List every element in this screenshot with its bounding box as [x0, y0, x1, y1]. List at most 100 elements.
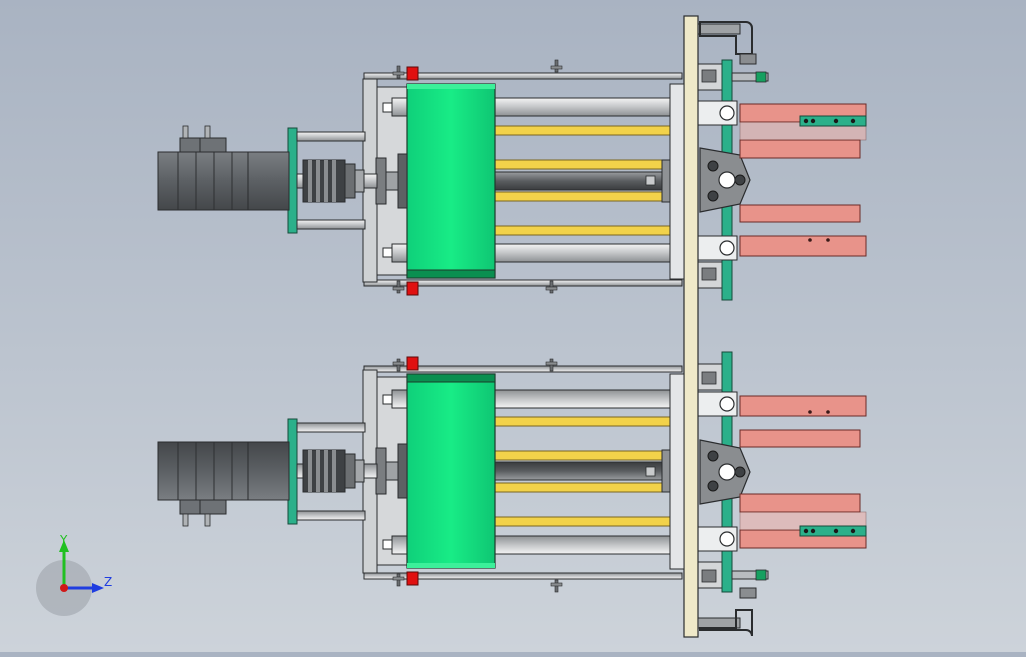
coupling-slot-1 [316, 160, 320, 202]
linkage-bolt-2 [734, 466, 746, 478]
carriage-highlight [407, 563, 495, 568]
coupling-collar [354, 459, 365, 483]
hole-marker-bottom [382, 394, 393, 405]
clevis-1 [696, 235, 738, 261]
clevis-pin-0 [719, 531, 735, 547]
tie-bolt-head-2 [392, 286, 405, 291]
sensor-dot-2 [833, 528, 839, 534]
tie-bolt-head-1 [550, 582, 563, 587]
coupling-slot-3 [332, 450, 336, 492]
sensor-dot-0 [803, 118, 809, 124]
yellow-rod-1 [493, 159, 671, 170]
sensor-dot-3 [850, 528, 856, 534]
guide-block-core-0 [701, 69, 717, 83]
red-stop-top [406, 66, 419, 81]
bearing-collar [385, 461, 399, 481]
coupling-slot-2 [324, 160, 328, 202]
coupling-hub [344, 453, 356, 489]
tie-bolt-head-0 [392, 576, 405, 581]
clevis-1 [696, 391, 738, 417]
upper-module[interactable] [157, 59, 867, 301]
clevis-pin-0 [719, 105, 735, 121]
coupling-slot-1 [316, 450, 320, 492]
yellow-rod-1 [493, 482, 671, 493]
tie-bolt-head-2 [392, 361, 405, 366]
hole-marker-bottom [382, 247, 393, 258]
plate-spacer-bottom [669, 373, 685, 570]
guide-block-core-0 [701, 569, 717, 583]
clevis-pin-1 [719, 396, 735, 412]
ball-screw [493, 171, 663, 191]
finger-hole-0 [808, 410, 812, 414]
tie-bolt-head-3 [545, 286, 558, 291]
yellow-rod-0 [493, 125, 671, 136]
yellow-rod-0 [493, 516, 671, 527]
linkage-bolt-0 [707, 160, 719, 172]
triad-origin-icon [60, 584, 68, 592]
standoff-top [296, 131, 366, 142]
sensor-dot-2 [833, 118, 839, 124]
carriage-lip-bottom [406, 269, 496, 279]
motor-flange [246, 151, 290, 211]
motor-pin-1 [182, 513, 189, 527]
triad-y-arrow-icon [59, 540, 69, 552]
linkage-center-pin [718, 171, 736, 189]
yellow-rod-2 [493, 191, 671, 202]
mounting-plate[interactable] [669, 15, 757, 638]
plate-spacer-top [669, 83, 685, 280]
yellow-rod-3 [493, 225, 671, 236]
standoff-top [296, 510, 366, 521]
carriage-lip-bottom [406, 373, 496, 383]
top-tie-rod [363, 572, 683, 580]
hole-marker-top [382, 102, 393, 113]
triad-y-label: Y [59, 533, 68, 547]
coupling-hub [344, 163, 356, 199]
tie-bolt-head-3 [545, 361, 558, 366]
gripper-finger-2 [739, 429, 861, 448]
bearing-nut [397, 153, 408, 209]
bottom-tie-rod [363, 279, 683, 287]
coupling-slot-0 [308, 160, 312, 202]
clevis-pin-1 [719, 240, 735, 256]
gripper-finger-3 [739, 235, 867, 257]
servo-motor-body [157, 441, 249, 501]
linkage-bolt-0 [707, 480, 719, 492]
motor-pin-2 [204, 513, 211, 527]
coupling-slot-0 [308, 450, 312, 492]
bearing-nut [397, 443, 408, 499]
gripper-finger-3 [739, 395, 867, 417]
clevis-0 [696, 526, 738, 552]
red-stop-bottom [406, 356, 419, 371]
red-stop-bottom [406, 281, 419, 296]
hook-plate-0 [697, 23, 741, 35]
sensor-dot-3 [850, 118, 856, 124]
guide-block-core-1 [701, 267, 717, 281]
hole-marker-top [382, 539, 393, 550]
finger-hole-1 [826, 410, 830, 414]
tie-bolt-head-0 [392, 71, 405, 76]
motor-pin-1 [182, 125, 189, 139]
sensor-strip [799, 115, 867, 127]
lower-module-geometry [157, 351, 867, 593]
triad-z-arrow-icon [92, 583, 104, 593]
bearing-collar [385, 171, 399, 191]
linkage-bolt-1 [707, 450, 719, 462]
vertical-mount-plate [683, 15, 699, 638]
motor-flange [246, 441, 290, 501]
hook-tip-1 [739, 587, 757, 599]
yellow-rod-2 [493, 450, 671, 461]
sensor-dot-0 [803, 528, 809, 534]
sensor-dot-1 [810, 118, 816, 124]
lower-module[interactable] [157, 351, 867, 593]
top-tie-rod [363, 72, 683, 80]
motor-connector-1 [179, 499, 201, 515]
standoff-bottom [296, 219, 366, 230]
gripper-finger-2 [739, 204, 861, 223]
finger-hole-0 [808, 238, 812, 242]
finger-hole-1 [826, 238, 830, 242]
red-stop-top [406, 571, 419, 586]
coupling-slot-3 [332, 160, 336, 202]
sensor-strip [799, 525, 867, 537]
